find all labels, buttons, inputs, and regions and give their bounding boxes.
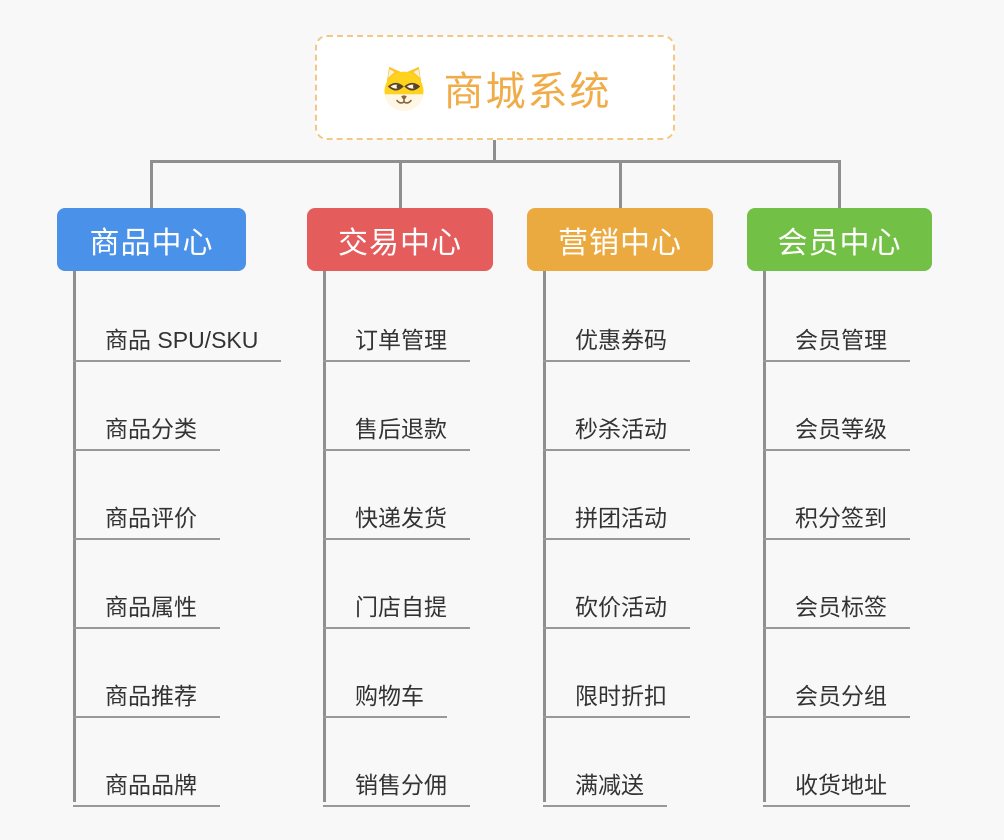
child-node-label: 门店自提 <box>355 594 447 620</box>
connector-branch-stub <box>399 160 402 208</box>
child-node-label: 会员管理 <box>795 327 887 353</box>
branch-node-member-center[interactable]: 会员中心 <box>747 208 932 271</box>
branch-node-marketing-center[interactable]: 营销中心 <box>527 208 713 271</box>
child-node-label: 商品 SPU/SKU <box>105 327 259 353</box>
doge-icon <box>379 63 429 113</box>
child-node[interactable]: 秒杀活动 <box>543 406 690 451</box>
branch-node-label: 营销中心 <box>558 226 682 260</box>
root-node[interactable]: 商城系统 <box>315 35 675 140</box>
child-node-label: 商品品牌 <box>105 772 197 798</box>
child-node[interactable]: 商品品牌 <box>73 762 220 807</box>
child-node-label: 快递发货 <box>355 505 447 531</box>
branch-node-label: 会员中心 <box>777 226 902 260</box>
branch-node-label: 商品中心 <box>89 226 214 260</box>
child-node[interactable]: 商品评价 <box>73 495 220 540</box>
child-node-label: 商品属性 <box>105 594 197 620</box>
branch-node-trade-center[interactable]: 交易中心 <box>307 208 493 271</box>
child-node[interactable]: 满减送 <box>543 762 667 807</box>
child-node[interactable]: 拼团活动 <box>543 495 690 540</box>
child-node-label: 商品推荐 <box>105 683 197 709</box>
child-node[interactable]: 订单管理 <box>323 317 470 362</box>
connector-root-stub <box>493 139 496 163</box>
connector-branch-stub <box>150 160 153 208</box>
child-node[interactable]: 商品推荐 <box>73 673 220 718</box>
child-node[interactable]: 优惠券码 <box>543 317 690 362</box>
child-node[interactable]: 商品属性 <box>73 584 220 629</box>
child-node-label: 商品分类 <box>105 416 197 442</box>
child-node-label: 售后退款 <box>355 416 447 442</box>
child-node[interactable]: 购物车 <box>323 673 447 718</box>
child-node-label: 订单管理 <box>355 327 447 353</box>
child-node-label: 会员分组 <box>795 683 887 709</box>
child-node-label: 会员等级 <box>795 416 887 442</box>
connector-trunk <box>763 270 766 802</box>
connector-trunk <box>73 270 76 802</box>
child-node[interactable]: 商品 SPU/SKU <box>73 317 282 362</box>
branch-node-label: 交易中心 <box>338 226 462 260</box>
child-node-label: 收货地址 <box>795 772 887 798</box>
child-node[interactable]: 收货地址 <box>763 762 910 807</box>
child-node[interactable]: 限时折扣 <box>543 673 690 718</box>
child-node[interactable]: 砍价活动 <box>543 584 690 629</box>
child-node-label: 商品评价 <box>105 505 197 531</box>
child-node[interactable]: 积分签到 <box>763 495 910 540</box>
root-title: 商城系统 <box>443 69 612 114</box>
connector-branch-stub <box>838 160 841 208</box>
child-node-label: 会员标签 <box>795 594 887 620</box>
child-node-label: 优惠券码 <box>575 327 667 353</box>
child-node-label: 拼团活动 <box>575 505 667 531</box>
child-node[interactable]: 会员标签 <box>763 584 910 629</box>
child-node[interactable]: 门店自提 <box>323 584 470 629</box>
child-node[interactable]: 会员分组 <box>763 673 910 718</box>
connector-trunk <box>543 270 546 802</box>
connector-branch-stub <box>619 160 622 208</box>
child-node-label: 限时折扣 <box>575 683 667 709</box>
child-node-label: 积分签到 <box>795 505 887 531</box>
child-node-label: 购物车 <box>355 683 424 709</box>
child-node-label: 秒杀活动 <box>575 416 667 442</box>
child-node-label: 砍价活动 <box>575 594 667 620</box>
child-node-label: 满减送 <box>575 772 644 798</box>
child-node-label: 销售分佣 <box>355 772 447 798</box>
connector-trunk <box>323 270 326 802</box>
child-node[interactable]: 会员等级 <box>763 406 910 451</box>
child-node[interactable]: 快递发货 <box>323 495 470 540</box>
child-node[interactable]: 销售分佣 <box>323 762 470 807</box>
child-node[interactable]: 商品分类 <box>73 406 220 451</box>
branch-node-product-center[interactable]: 商品中心 <box>57 208 246 271</box>
child-node[interactable]: 售后退款 <box>323 406 470 451</box>
child-node[interactable]: 会员管理 <box>763 317 910 362</box>
connector-horizontal-bar <box>150 160 841 163</box>
